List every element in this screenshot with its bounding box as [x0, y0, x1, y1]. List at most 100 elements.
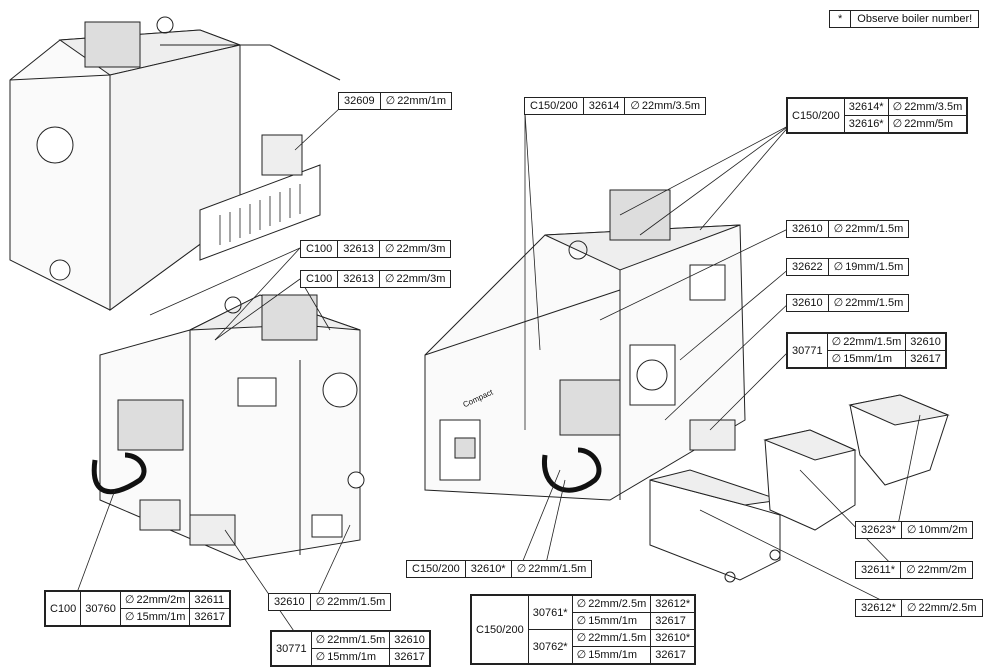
spec: 15mm/1m [843, 353, 893, 365]
part-number: 32610 [787, 295, 829, 311]
part-number: 32617 [389, 648, 430, 666]
part-number: 32609 [339, 93, 381, 109]
spec: 10mm/2m [918, 524, 968, 536]
label-32622: 32622 ∅19mm/1.5m [786, 258, 910, 276]
set-number: 30762* [527, 629, 573, 664]
part-number: 32610* [466, 561, 512, 577]
spec: 22mm/1.5m [327, 634, 386, 646]
spec-cell: ∅22mm/2.5m [902, 600, 982, 616]
spec: 15mm/1m [588, 649, 638, 661]
spec: 22mm/2.5m [588, 598, 647, 610]
label-32614-32616: C150/200 32614* ∅22mm/3.5m 32616* ∅22mm/… [786, 97, 969, 134]
diameter-icon: ∅ [576, 597, 587, 610]
boiler-c150-200 [424, 189, 746, 501]
spec: 22mm/2.5m [918, 602, 977, 614]
spec-cell: ∅22mm/2.5m [571, 595, 652, 613]
part-number: 32610 [787, 221, 829, 237]
diameter-icon: ∅ [906, 523, 917, 536]
spec-cell: ∅22mm/1.5m [829, 295, 909, 311]
spec: 15mm/1m [136, 611, 186, 623]
spec-cell: ∅22mm/1.5m [512, 561, 592, 577]
spec-cell: ∅22mm/3.5m [625, 98, 705, 114]
part-number: 32614* [843, 98, 889, 116]
spec: 22mm/3.5m [641, 100, 700, 112]
boiler-number-note: * Observe boiler number! [829, 10, 980, 28]
diameter-icon: ∅ [833, 260, 844, 273]
diameter-icon: ∅ [124, 593, 135, 606]
label-32610-a: 32610 ∅22mm/1.5m [786, 220, 910, 238]
part-number: 32612* [856, 600, 902, 616]
diameter-icon: ∅ [315, 595, 326, 608]
diameter-icon: ∅ [516, 562, 527, 575]
label-32614: C150/200 32614 ∅22mm/3.5m [524, 97, 706, 115]
part-number: 32610 [389, 631, 430, 649]
spec-cell: ∅19mm/1.5m [829, 259, 909, 275]
spec: 22mm/1m [397, 95, 447, 107]
spec: 22mm/3.5m [904, 101, 963, 113]
diameter-icon: ∅ [630, 99, 640, 112]
note-star: * [830, 11, 852, 27]
model: C150/200 [787, 98, 845, 133]
diameter-icon: ∅ [384, 272, 395, 285]
label-set-30771-a: 30771 ∅22mm/1.5m 32610 ∅15mm/1m 32617 [786, 332, 947, 369]
spec: 22mm/1.5m [845, 297, 904, 309]
spec-cell: ∅22mm/1m [381, 93, 452, 109]
diameter-icon: ∅ [906, 601, 917, 614]
part-number: 32613 [338, 241, 380, 257]
model: C100 [301, 271, 339, 287]
part-number: 32611* [856, 562, 902, 578]
part-number: 32617 [189, 608, 230, 626]
spec-cell: ∅22mm/1.5m [826, 333, 907, 351]
note-text: Observe boiler number! [857, 13, 973, 25]
spec: 22mm/1.5m [845, 223, 904, 235]
label-32623: 32623* ∅10mm/2m [855, 521, 974, 539]
boiler-top-left [9, 16, 341, 311]
part-number: 32610 [269, 594, 311, 610]
spec-cell: ∅22mm/5m [887, 115, 968, 133]
spec: 15mm/1m [588, 615, 638, 627]
leader-lines [74, 107, 921, 641]
part-number: 32612* [650, 595, 696, 613]
diameter-icon: ∅ [831, 335, 842, 348]
diameter-icon: ∅ [833, 222, 844, 235]
spec-cell: ∅22mm/1.5m [311, 594, 391, 610]
part-number: 32623* [856, 522, 902, 538]
set-number: 30761* [527, 595, 573, 630]
spec-cell: ∅15mm/1m [310, 648, 391, 666]
spec-cell: ∅15mm/1m [571, 646, 652, 664]
spec: 15mm/1m [327, 651, 377, 663]
diameter-icon: ∅ [831, 352, 842, 365]
spec-cell: ∅22mm/3m [380, 271, 451, 287]
label-set-c150-200: C150/200 30761* ∅22mm/2.5m 32612* ∅15mm/… [470, 594, 697, 665]
diameter-icon: ∅ [315, 633, 326, 646]
spec-cell: ∅22mm/2m [901, 562, 972, 578]
diameter-icon: ∅ [892, 100, 903, 113]
part-number: 32611 [189, 591, 230, 609]
label-32610-c150: C150/200 32610* ∅22mm/1.5m [406, 560, 593, 578]
boiler-c100 [91, 294, 365, 561]
diameter-icon: ∅ [315, 650, 326, 663]
set-number: 30771 [787, 333, 828, 368]
spec-cell: ∅10mm/2m [902, 522, 973, 538]
diameter-icon: ∅ [576, 631, 587, 644]
label-32612: 32612* ∅22mm/2.5m [855, 599, 983, 617]
spec-cell: ∅22mm/3m [380, 241, 451, 257]
model: C100 [44, 591, 82, 626]
part-number: 32617 [650, 646, 696, 664]
spec: 22mm/1.5m [588, 632, 647, 644]
spec: 22mm/2m [136, 594, 186, 606]
spec-cell: ∅22mm/2m [119, 591, 191, 609]
diameter-icon: ∅ [385, 94, 396, 107]
spec-cell: ∅15mm/1m [119, 608, 191, 626]
diameter-icon: ∅ [892, 117, 903, 130]
diameter-icon: ∅ [576, 648, 587, 661]
label-32613-a: C100 32613 ∅22mm/3m [300, 240, 452, 258]
diameter-icon: ∅ [833, 296, 844, 309]
spec-cell: ∅15mm/1m [826, 350, 907, 368]
spec: 22mm/2m [917, 564, 967, 576]
part-number: 32616* [843, 115, 889, 133]
spec-cell: ∅22mm/1.5m [829, 221, 909, 237]
label-32611: 32611* ∅22mm/2m [855, 561, 973, 579]
model: C150/200 [525, 98, 584, 114]
spec: 22mm/1.5m [843, 336, 902, 348]
